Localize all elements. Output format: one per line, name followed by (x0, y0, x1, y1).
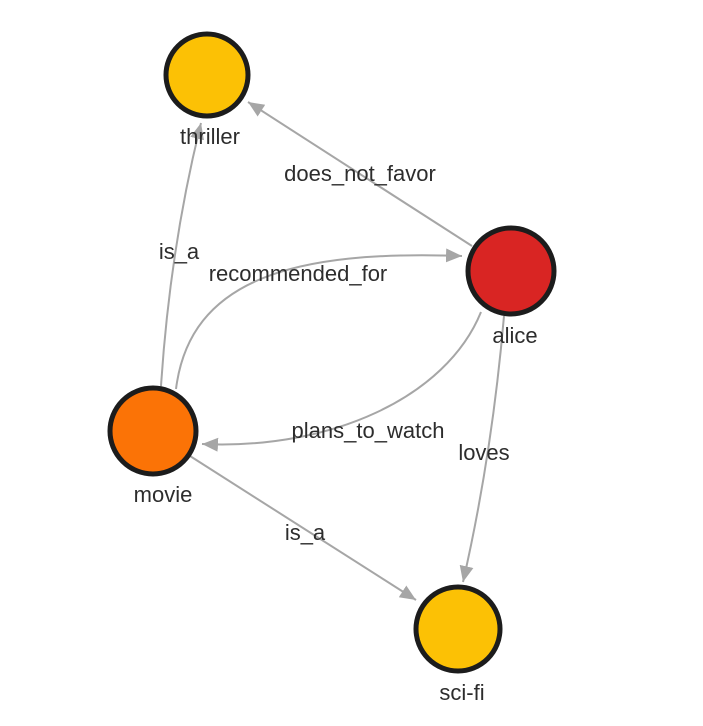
edge-label-alice-to-movie: plans_to_watch (292, 418, 445, 443)
node-thriller[interactable] (163, 31, 251, 119)
edge-label-movie-to-alice: recommended_for (209, 261, 388, 286)
edge-label-alice-to-thriller: does_not_favor (284, 161, 436, 186)
edge-movie-to-thriller[interactable] (160, 122, 204, 387)
labels-layer: is_a does_not_favor recommended_for plans_t… (134, 124, 538, 705)
node-label-sci-fi: sci-fi (439, 680, 484, 705)
edge-label-alice-to-sci-fi: loves (458, 440, 509, 465)
edge-alice-to-movie[interactable] (201, 311, 482, 452)
node-label-alice: alice (492, 323, 537, 348)
node-label-movie: movie (134, 482, 193, 507)
nodes-layer (107, 31, 557, 674)
edge-movie-to-alice[interactable] (175, 248, 463, 390)
node-label-thriller: thriller (180, 124, 240, 149)
edge-label-movie-to-thriller: is_a (159, 239, 200, 264)
node-sci-fi[interactable] (413, 584, 503, 674)
edge-movie-to-sci-fi[interactable] (189, 455, 417, 601)
node-alice[interactable] (465, 225, 557, 317)
edge-alice-to-thriller[interactable] (247, 101, 473, 247)
edges-layer (160, 101, 505, 601)
edge-alice-to-sci-fi[interactable] (459, 315, 505, 583)
node-movie[interactable] (107, 385, 199, 477)
edge-label-movie-to-sci-fi: is_a (285, 520, 326, 545)
